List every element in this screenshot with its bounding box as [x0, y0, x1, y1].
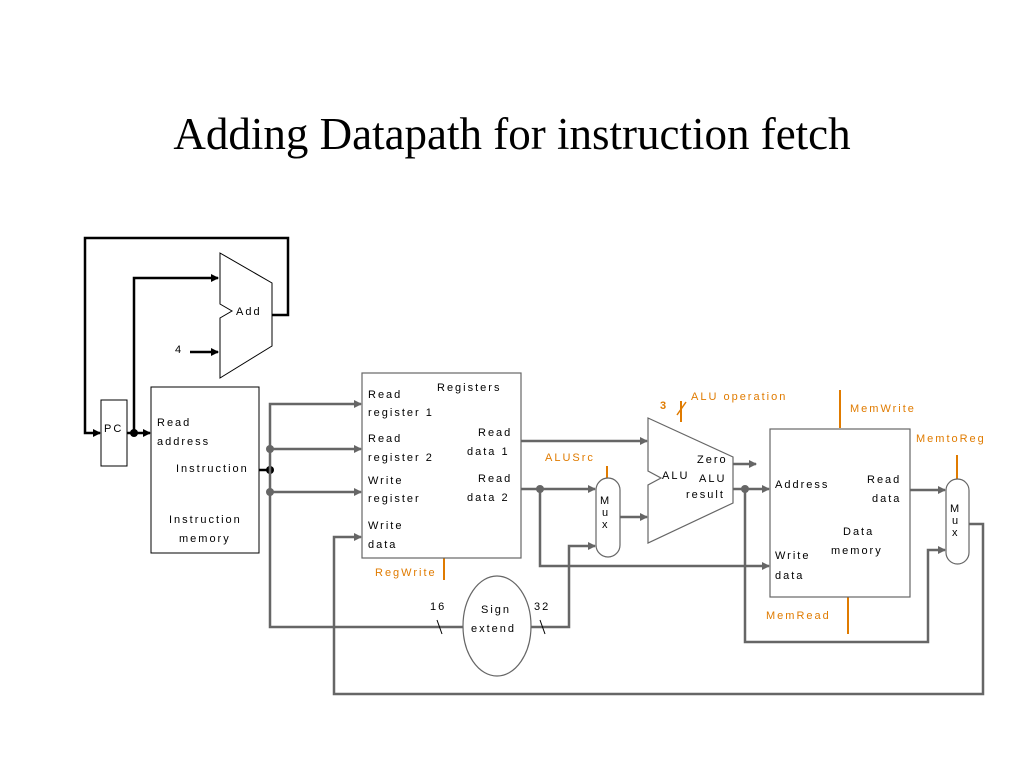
writeback-wire	[332, 522, 985, 696]
imem-read-label: Read	[157, 417, 191, 429]
data-memory: Address Read data Data memory Write data	[769, 428, 911, 598]
adder: Add	[219, 252, 273, 379]
alu-operation-bits: 3	[660, 400, 668, 412]
instr-to-readreg1	[268, 400, 362, 470]
dm-read2-label: data	[872, 493, 901, 505]
dm-write2-label: data	[775, 570, 804, 582]
reg-rd2b-label: data 2	[467, 492, 510, 504]
memwrite-label: MemWrite	[850, 403, 916, 415]
register-file: Registers Read register 1 Read register …	[361, 372, 522, 559]
imem-instruction-label: Instruction	[176, 463, 249, 475]
add-label: Add	[236, 306, 262, 318]
reg-wdata-b-label: data	[368, 539, 397, 551]
signextend-to-mux	[531, 542, 596, 629]
reg-read2b-label: register 2	[368, 452, 434, 464]
dm-name1-label: Data	[843, 526, 874, 538]
pc-feedback-wire	[83, 236, 290, 437]
memtoreg-mux: M u x	[945, 478, 970, 565]
mux1b-label: u	[602, 507, 610, 519]
reg-read1b-label: register 1	[368, 407, 434, 419]
pc-register: PC	[100, 399, 128, 467]
sign1-label: Sign	[481, 604, 511, 616]
imem-name2-label: memory	[179, 533, 231, 545]
reg-rd1a-label: Read	[478, 427, 512, 439]
reg-read1a-label: Read	[368, 389, 402, 401]
dm-name2-label: memory	[831, 545, 883, 557]
alu-label: ALU	[662, 470, 689, 482]
alu: ALU Zero ALU result	[647, 417, 734, 544]
bits-16-label: 16	[430, 601, 446, 613]
reg-title-label: Registers	[437, 382, 501, 394]
control-lines	[443, 390, 958, 634]
mux2b-label: u	[952, 515, 960, 527]
pc-label: PC	[104, 423, 123, 435]
reg-write-b-label: register	[368, 493, 421, 505]
slide-title: Adding Datapath for instruction fetch	[173, 109, 851, 159]
dm-address-label: Address	[775, 479, 829, 491]
imem-address-label: address	[157, 436, 210, 448]
reg-rd1b-label: data 1	[467, 446, 510, 458]
dm-write1-label: Write	[775, 550, 810, 562]
mux1a-label: M	[600, 495, 611, 507]
alu-operation-label: ALU operation	[691, 391, 787, 403]
reg-write-a-label: Write	[368, 475, 403, 487]
reg-rd2a-label: Read	[478, 473, 512, 485]
pc-to-add-wire	[132, 274, 219, 433]
imem-name1-label: Instruction	[169, 514, 242, 526]
constant-four: 4	[175, 344, 183, 356]
pc-junction-dot	[130, 429, 138, 437]
mux1c-label: x	[602, 519, 610, 531]
reg-wdata-a-label: Write	[368, 520, 403, 532]
alusrc-label: ALUSrc	[545, 452, 595, 464]
dm-read1-label: Read	[867, 474, 901, 486]
mux2c-label: x	[952, 527, 960, 539]
alusrc-mux: M u x	[595, 477, 621, 558]
alu-result1-label: ALU	[699, 473, 726, 485]
datapath-wires	[268, 400, 985, 696]
alu-result2-label: result	[686, 489, 725, 501]
mux2a-label: M	[950, 503, 961, 515]
instruction-memory: Read address Instruction Instruction mem…	[150, 386, 260, 554]
regwrite-label: RegWrite	[375, 567, 437, 579]
memread-label: MemRead	[766, 610, 831, 622]
alu-zero-label: Zero	[697, 454, 728, 466]
memtoreg-label: MemtoReg	[916, 433, 986, 445]
reg-read2a-label: Read	[368, 433, 402, 445]
wire-junctions	[266, 445, 749, 496]
aluresult-bypass	[743, 489, 946, 644]
bits-32-label: 32	[534, 601, 550, 613]
sign2-label: extend	[471, 623, 516, 635]
readdata2-to-writedata	[538, 489, 770, 570]
sign-extend: Sign extend	[462, 575, 532, 677]
instr-to-signextend	[268, 470, 464, 629]
